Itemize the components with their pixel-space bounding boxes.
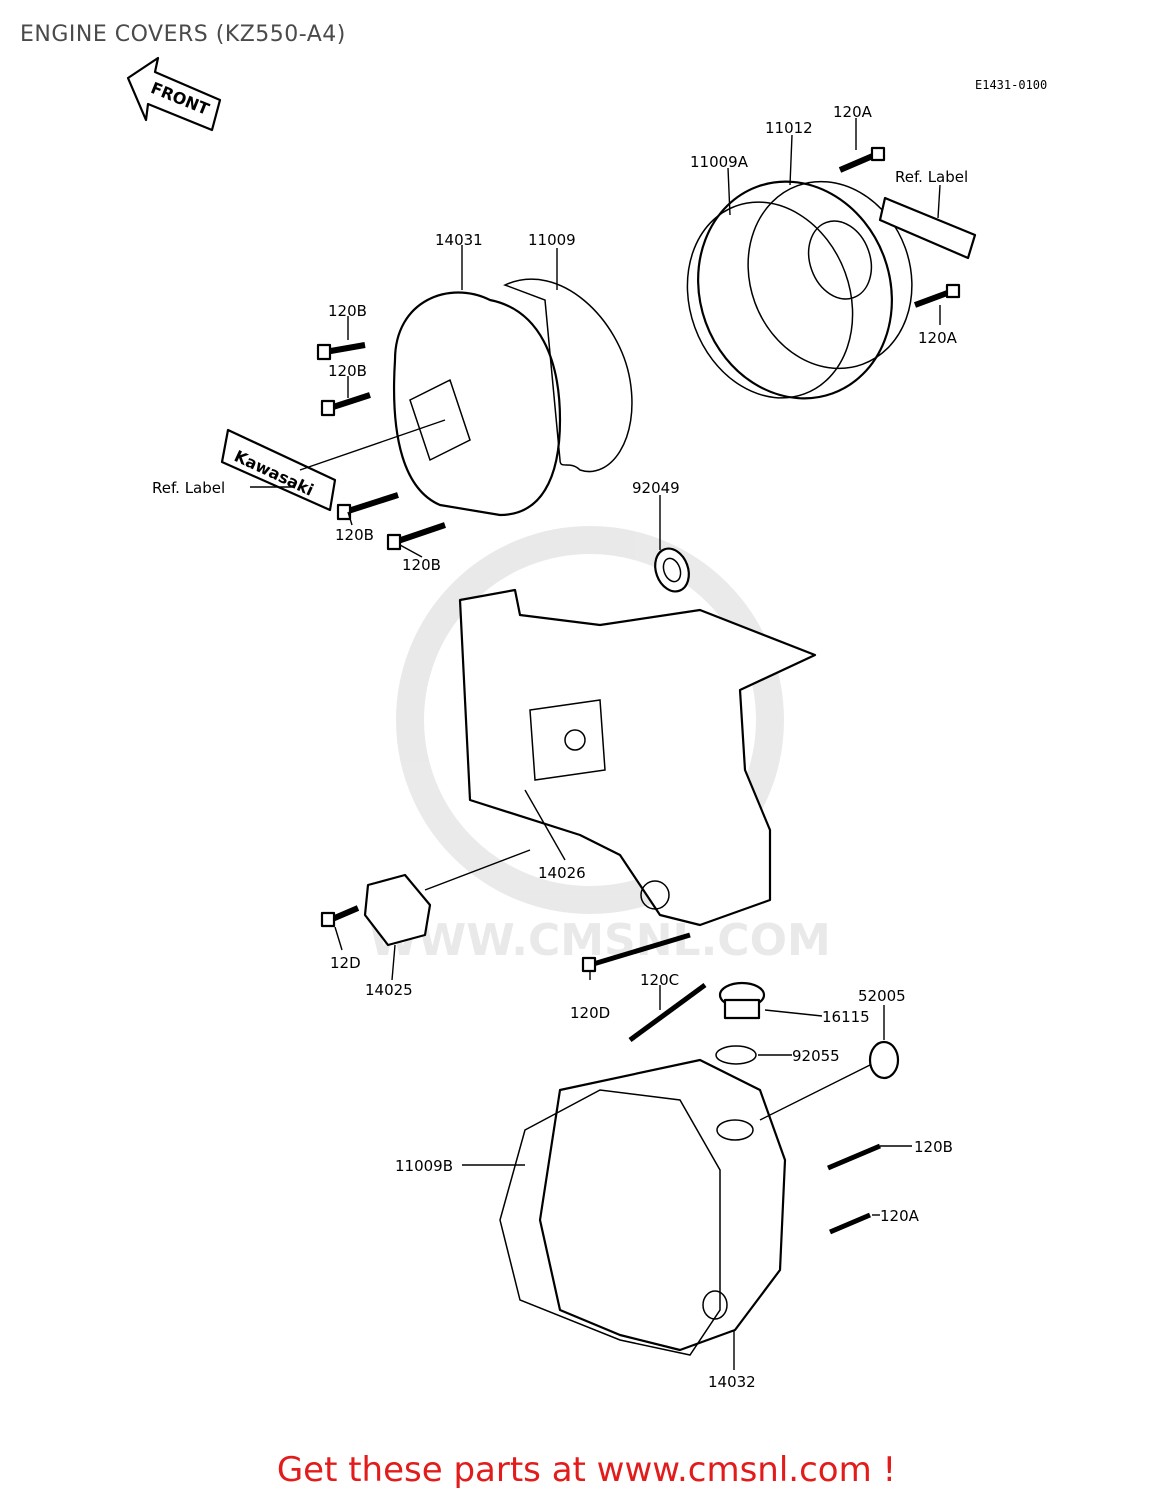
callout-label: 120A xyxy=(880,1207,920,1225)
callout-label: 120B xyxy=(328,302,367,320)
callout-label: 92049 xyxy=(632,479,680,497)
generator-cover xyxy=(392,291,562,517)
callout-label: 120D xyxy=(570,1004,610,1022)
callout-label: 14025 xyxy=(365,981,413,999)
clutch-cover xyxy=(538,1058,787,1352)
callout-label: 120B xyxy=(402,556,441,574)
bolt-icon xyxy=(386,522,446,551)
callout-label: 52005 xyxy=(858,987,906,1005)
ref-label-plate xyxy=(878,196,977,260)
callout-label: 120B xyxy=(328,362,367,380)
callout-label: 16115 xyxy=(822,1008,870,1026)
callout-labels: 120A 11012 11009A Ref. Label 120A 14031 … xyxy=(152,103,968,1391)
callout-label: 120A xyxy=(833,103,873,121)
bolt-icon xyxy=(913,283,961,308)
bolt-icon xyxy=(316,342,366,361)
callout-label: 120A xyxy=(918,329,958,347)
plug-52005 xyxy=(868,1040,900,1080)
bolt-icon xyxy=(838,146,886,173)
callout-label: 11009 xyxy=(528,231,576,249)
callout-label: Ref. Label xyxy=(895,168,968,186)
callout-label: 92055 xyxy=(792,1047,840,1065)
callout-label: 14031 xyxy=(435,231,483,249)
bolt-icon xyxy=(320,905,360,928)
bolt-icon xyxy=(827,1143,881,1171)
bolt-icon xyxy=(829,1212,871,1235)
watermark-text: WWW.CMSNL.COM xyxy=(369,915,831,966)
page-title: ENGINE COVERS (KZ550-A4) xyxy=(20,22,346,47)
callout-label: 11009A xyxy=(690,153,749,171)
callout-label: 120B xyxy=(914,1138,953,1156)
front-arrow-icon: FRONT xyxy=(126,56,222,132)
chain-cover xyxy=(458,588,817,927)
gasket-11009 xyxy=(503,278,633,473)
callout-label: Ref. Label xyxy=(152,479,225,497)
footer-link[interactable]: Get these parts at www.cmsnl.com ! xyxy=(276,1450,897,1490)
diagram-code: E1431-0100 xyxy=(975,78,1047,92)
o-ring xyxy=(715,1045,757,1065)
callout-label: 120B xyxy=(335,526,374,544)
gasket-11009a xyxy=(686,201,854,399)
callout-label: 12D xyxy=(330,954,361,972)
bolt-icon xyxy=(581,932,691,973)
callout-label: 14032 xyxy=(708,1373,756,1391)
filler-cap xyxy=(718,981,766,1020)
bolt-icon xyxy=(320,392,371,417)
callout-label: 14026 xyxy=(538,864,586,882)
clutch-outer-cover xyxy=(697,180,913,400)
callout-label: 120C xyxy=(640,971,679,989)
kawasaki-label-plate: Kawasaki xyxy=(220,428,337,512)
bolt-icon xyxy=(628,982,707,1043)
callout-label: 11012 xyxy=(765,119,813,137)
callout-label: 11009B xyxy=(395,1157,453,1175)
parts-diagram: WWW.CMSNL.COM FRONT E1431-0100 Kawasaki xyxy=(126,56,1047,1391)
oil-seal xyxy=(654,547,690,593)
plate-14025 xyxy=(363,873,432,947)
leader-lines xyxy=(250,118,941,1370)
bolt-icon xyxy=(336,492,399,521)
gasket-11009b xyxy=(499,1089,721,1356)
